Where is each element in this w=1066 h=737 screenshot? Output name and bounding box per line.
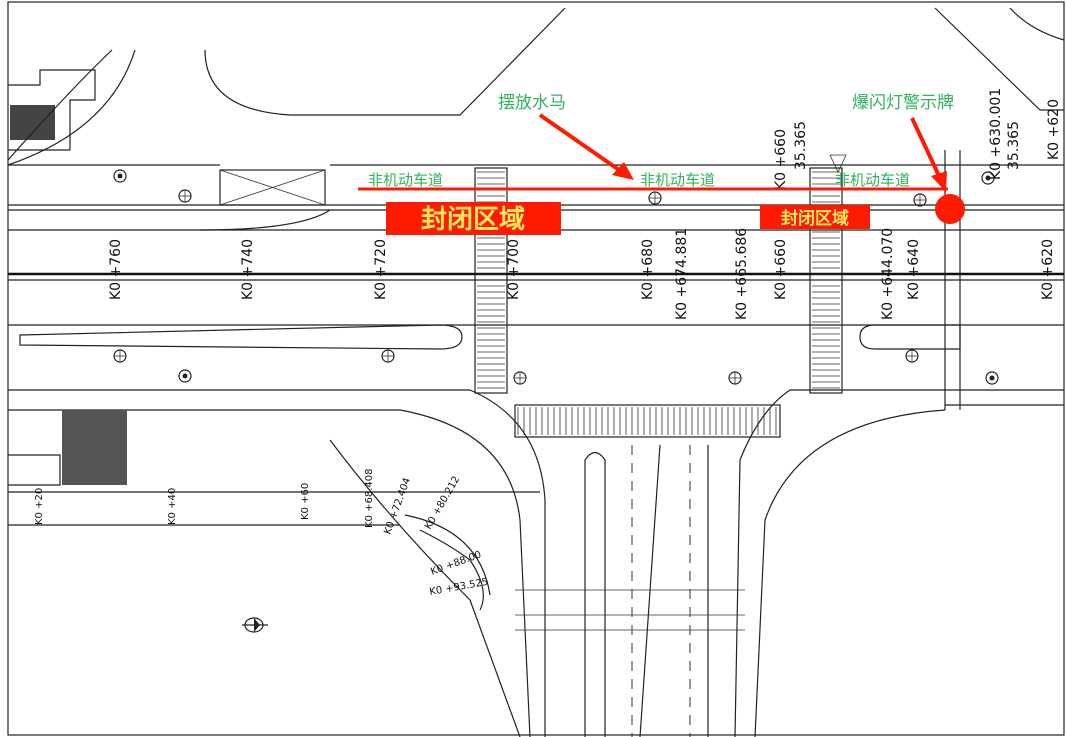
closed-area-2: 封闭区域 — [760, 205, 870, 229]
station-label: K0 +72.404 — [382, 476, 413, 536]
traffic-sign-icon — [829, 154, 847, 173]
manhole-icon — [113, 169, 127, 183]
building-lower-left — [8, 410, 540, 737]
station-label: K0 +660 — [773, 239, 789, 300]
manhole-icon — [981, 171, 995, 185]
station-label: K0 +88.00 — [429, 549, 483, 578]
station-label: K0 +60 — [300, 483, 311, 520]
utility-icons — [113, 169, 999, 385]
hatched-area — [10, 105, 55, 140]
median-curve — [199, 209, 331, 231]
closed-area-1: 封闭区域 — [386, 202, 561, 235]
manhole-icon — [985, 371, 999, 385]
hatched-block — [62, 410, 127, 485]
flash-light-label: 爆闪灯警示牌 — [852, 93, 954, 113]
lamp-post-icon — [513, 371, 527, 385]
lamp-post-icon — [113, 349, 127, 363]
manhole-icon — [178, 369, 192, 383]
station-label: K0 +68.408 — [364, 469, 375, 528]
station-label: K0 +680 — [640, 239, 656, 300]
station-label: 35.365 — [1006, 121, 1022, 170]
bike-lane-label: 非机动车道 — [835, 171, 910, 189]
station-label: K0 +40 — [167, 488, 178, 525]
top-box — [219, 169, 326, 206]
top-curb — [204, 7, 1065, 116]
station-label: K0 +674.881 — [674, 228, 690, 320]
north-arrow-icon — [242, 617, 268, 633]
station-label: K0 +620 — [1040, 239, 1056, 300]
crosswalk-bottom — [514, 404, 781, 438]
main-road — [8, 150, 1064, 410]
median-island-left — [19, 324, 463, 350]
median-island-right — [859, 324, 961, 350]
lamp-post-icon — [381, 349, 395, 363]
water-barrier-arrow — [538, 113, 634, 180]
station-label: K0 +700 — [506, 239, 522, 300]
station-label: K0 +665.686 — [734, 228, 750, 320]
station-label: K0 +740 — [240, 239, 256, 300]
lamp-post-icon — [648, 191, 662, 205]
water-barrier-label: 摆放水马 — [498, 93, 566, 113]
station-label: K0 +93.525 — [429, 577, 489, 598]
station-label: K0 +660 — [773, 129, 789, 190]
station-labels: K0 +760 K0 +740 K0 +720 K0 +700 K0 +680 … — [34, 88, 1062, 598]
bike-lane-label: 非机动车道 — [368, 171, 443, 189]
drawing-frame — [7, 1, 1065, 736]
lamp-post-icon — [913, 193, 927, 207]
station-label: K0 +630.001 — [988, 88, 1004, 180]
flash-light-arrow — [910, 117, 947, 192]
bike-lane-label: 非机动车道 — [640, 171, 715, 189]
station-label: K0 +80.212 — [423, 474, 462, 531]
station-label: 35.365 — [793, 121, 809, 170]
flash-light-marker — [935, 194, 965, 224]
station-label: K0 +644.070 — [880, 228, 896, 320]
station-label: K0 +720 — [373, 239, 389, 300]
lamp-post-icon — [905, 349, 919, 363]
closed-area-label: 封闭区域 — [421, 205, 525, 235]
building-top-left — [7, 49, 136, 166]
lamp-post-icon — [178, 189, 192, 203]
lamp-post-icon — [728, 371, 742, 385]
station-label: K0 +640 — [906, 239, 922, 300]
station-label: K0 +20 — [34, 488, 45, 525]
station-label: K0 +620 — [1046, 99, 1062, 160]
south-road — [515, 444, 745, 737]
intersection-curbs — [8, 389, 946, 737]
closed-area-label: 封闭区域 — [781, 208, 849, 229]
station-label: K0 +760 — [108, 239, 124, 300]
